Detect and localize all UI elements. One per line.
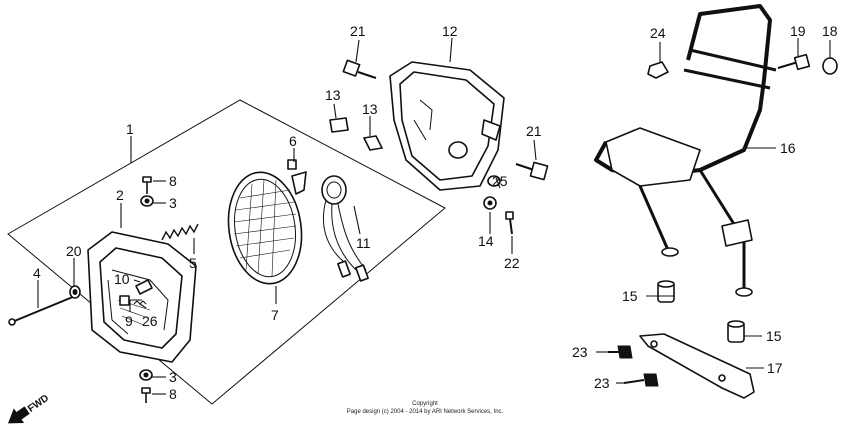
footer-copyright: Copyright <box>412 401 438 407</box>
sealed-beam-unit[interactable] <box>222 168 309 289</box>
cap-nut[interactable] <box>647 61 669 79</box>
stay-bracket[interactable] <box>639 333 755 399</box>
callout-19: 19 <box>790 23 806 39</box>
bracket-bolt-lower[interactable] <box>623 373 659 387</box>
callout-3b: 3 <box>169 369 177 385</box>
adjust-spring-long[interactable] <box>161 223 199 241</box>
callout-1: 1 <box>126 121 134 137</box>
screw-upper[interactable] <box>142 176 152 194</box>
cushion-right[interactable] <box>363 135 383 151</box>
callout-4: 4 <box>33 265 41 281</box>
callout-14: 14 <box>478 233 494 249</box>
bolt-short[interactable] <box>505 211 514 235</box>
callout-2: 2 <box>116 187 124 203</box>
forward-arrow-icon <box>7 406 30 424</box>
callout-24: 24 <box>650 25 666 41</box>
callout-3a: 3 <box>169 195 177 211</box>
footer-page-design: Page design (c) 2004 - 2014 by ARI Netwo… <box>347 409 504 415</box>
callout-11: 11 <box>356 235 371 251</box>
callout-10: 10 <box>114 271 130 287</box>
long-bolt[interactable] <box>8 293 81 326</box>
callout-6: 6 <box>289 133 297 149</box>
screw-lower[interactable] <box>141 387 151 403</box>
callout-12: 12 <box>442 23 458 39</box>
socket-and-wires[interactable] <box>321 175 369 282</box>
callout-16: 16 <box>780 140 796 156</box>
forward-direction-indicator: FWD <box>7 393 51 424</box>
adjuster-clip[interactable] <box>135 279 153 295</box>
frame-bolt[interactable] <box>777 53 811 71</box>
callout-9: 9 <box>125 313 133 329</box>
collar-lower[interactable] <box>139 369 153 381</box>
carrier-frame[interactable] <box>594 4 777 297</box>
callout-23b: 23 <box>594 375 610 391</box>
callout-numbers: 1 2 8 3 4 5 6 7 3 8 9 10 11 12 13 13 14 … <box>33 23 838 402</box>
grommet-right[interactable] <box>727 320 745 343</box>
callout-21b: 21 <box>526 123 542 139</box>
callout-17: 17 <box>767 360 783 376</box>
callout-18: 18 <box>822 23 838 39</box>
frame-cap[interactable] <box>822 57 838 75</box>
callout-15b: 15 <box>766 328 782 344</box>
callout-23a: 23 <box>572 344 588 360</box>
callout-15a: 15 <box>622 288 638 304</box>
collar-upper[interactable] <box>140 195 154 207</box>
headlight-case[interactable] <box>87 231 197 363</box>
grommet-left[interactable] <box>657 280 675 303</box>
callout-7: 7 <box>271 307 279 323</box>
callout-25: 25 <box>492 173 508 189</box>
bracket-bolt-upper[interactable] <box>608 345 633 359</box>
leader-lines <box>37 37 831 395</box>
callout-20: 20 <box>66 243 82 259</box>
housing-bolt-upper[interactable] <box>342 59 377 79</box>
housing-bolt-right[interactable] <box>515 161 549 181</box>
callout-22: 22 <box>504 255 520 271</box>
callout-13b: 13 <box>362 101 378 117</box>
callout-8a: 8 <box>169 173 177 189</box>
small-nut[interactable] <box>69 285 81 299</box>
callout-21a: 21 <box>350 23 366 39</box>
headlight-housing[interactable] <box>389 61 505 191</box>
callout-8b: 8 <box>169 386 177 402</box>
collar-small[interactable] <box>487 175 501 187</box>
callout-26: 26 <box>142 313 158 329</box>
callout-13a: 13 <box>325 87 341 103</box>
forward-label: FWD <box>26 393 51 415</box>
nut-small[interactable] <box>483 196 497 210</box>
adjust-screw[interactable] <box>119 295 142 306</box>
beam-clip[interactable] <box>287 159 297 170</box>
cushion-left[interactable] <box>329 117 349 133</box>
callout-5: 5 <box>189 255 197 271</box>
